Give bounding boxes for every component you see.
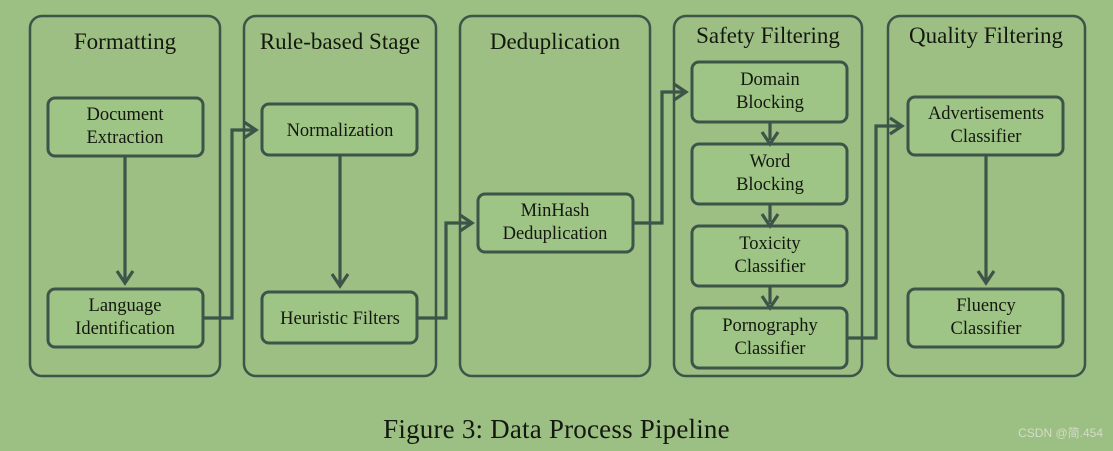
watermark-label: CSDN @简.454 [1018, 426, 1103, 440]
node-label-normalization-line1: Normalization [287, 121, 394, 141]
arrowhead-minhash-deduplication [459, 213, 475, 233]
node-label-advertisements-classifier-line1: Advertisements [928, 104, 1044, 124]
node-label-word-blocking-line1: Word [750, 152, 791, 172]
arrowhead-language-identification [115, 270, 135, 286]
arrowhead-fluency-classifier [976, 270, 996, 286]
node-box-fluency-classifier[interactable] [906, 287, 1065, 349]
group-formatting: Formatting Document Extraction Language … [28, 14, 222, 378]
arrowhead-domain-blocking [673, 82, 689, 102]
group-safety-filtering: Safety Filtering Domain Blocking Word Bl… [672, 14, 864, 378]
node-label-fluency-classifier-line1: Fluency [956, 296, 1016, 316]
edge-minhash-deduplication-to-domain-blocking [633, 82, 689, 225]
node-label-language-identification-line2: Identification [75, 319, 175, 339]
arrowhead-toxicity-classifier [760, 213, 780, 229]
node-label-toxicity-classifier-line2: Classifier [735, 257, 806, 277]
arrowhead-heuristic-filters [330, 273, 350, 289]
node-label-word-blocking-line2: Blocking [736, 175, 804, 195]
arrowhead-normalization [243, 120, 259, 140]
group-quality-filtering: Quality Filtering Advertisements Classif… [886, 14, 1087, 378]
arrowhead-advertisements-classifier [889, 116, 905, 136]
arrowhead-word-blocking [760, 131, 780, 147]
node-label-minhash-deduplication-line1: MinHash [521, 201, 590, 221]
group-deduplication: Deduplication MinHash Deduplication [458, 14, 652, 378]
node-label-pornography-classifier-line2: Classifier [735, 339, 806, 359]
arrowhead-pornography-classifier [760, 295, 780, 311]
group-rule-based-stage: Rule-based Stage Normalization Heuristic… [242, 14, 438, 378]
node-label-minhash-deduplication-line2: Deduplication [503, 224, 608, 244]
node-label-advertisements-classifier-line2: Classifier [951, 127, 1022, 147]
edge-language-identification-to-normalization [203, 120, 259, 320]
group-title-formatting: Formatting [74, 29, 177, 54]
group-title-quality-filtering: Quality Filtering [909, 23, 1063, 48]
edge-pornography-classifier-to-advertisements-classifier [847, 116, 905, 340]
node-label-language-identification-line1: Language [89, 296, 162, 316]
node-label-document-extraction-line2: Extraction [86, 128, 163, 148]
node-label-domain-blocking-line1: Domain [740, 70, 800, 90]
node-label-domain-blocking-line2: Blocking [736, 93, 804, 113]
group-title-rule-based-stage: Rule-based Stage [260, 29, 420, 54]
node-label-document-extraction-line1: Document [86, 105, 164, 125]
node-label-toxicity-classifier-line1: Toxicity [739, 234, 801, 254]
group-title-deduplication: Deduplication [490, 29, 621, 54]
node-label-pornography-classifier-line1: Pornography [722, 316, 818, 336]
group-title-safety-filtering: Safety Filtering [696, 23, 840, 48]
edge-heuristic-filters-to-minhash-deduplication [417, 213, 475, 320]
node-label-fluency-classifier-line2: Classifier [951, 319, 1022, 339]
node-label-heuristic-filters-line1: Heuristic Filters [280, 309, 400, 329]
figure-caption: Figure 3: Data Process Pipeline [383, 414, 730, 444]
